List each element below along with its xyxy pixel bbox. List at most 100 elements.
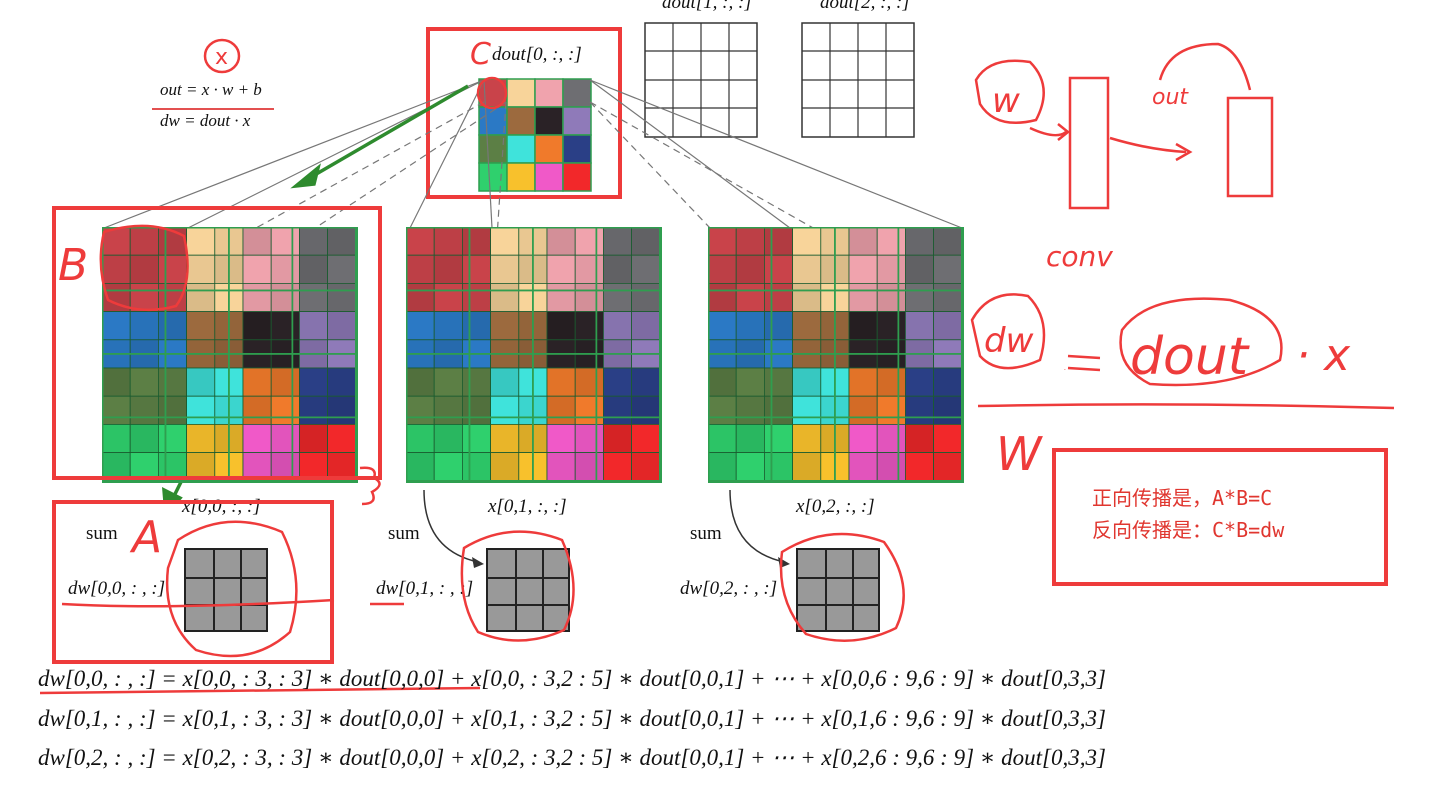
- dout-cell: [478, 134, 508, 164]
- dout-cell: [534, 134, 564, 164]
- x-cell: [490, 367, 520, 397]
- x-cell: [242, 423, 272, 453]
- x-cell: [602, 452, 632, 482]
- x-cell: [158, 367, 188, 397]
- x-cell: [546, 367, 576, 397]
- x-grid-2: [708, 227, 964, 483]
- x-cell: [792, 311, 822, 341]
- x-cell: [327, 311, 357, 341]
- x-cell: [406, 227, 435, 256]
- x-cell: [933, 395, 963, 425]
- x-cell: [270, 395, 300, 425]
- x-cell: [764, 395, 794, 425]
- x-cell: [102, 311, 131, 341]
- dout2-label: dout[2, :, :]: [820, 0, 910, 13]
- forward-formula: out = x · w + b: [160, 80, 262, 100]
- marker-c: C: [470, 37, 491, 72]
- x-cell: [708, 254, 737, 284]
- x-cell: [904, 367, 934, 397]
- x-cell: [631, 227, 661, 256]
- x-cell: [848, 311, 878, 341]
- x-cell: [462, 423, 492, 453]
- dout1-label: dout[1, :, :]: [662, 0, 752, 13]
- dout-cell: [562, 78, 592, 108]
- x-border: [406, 227, 662, 483]
- out-lhs: out: [160, 80, 182, 99]
- x-cell: [764, 254, 794, 284]
- x-cell: [242, 311, 272, 341]
- dout0-highlight-box: [426, 27, 622, 199]
- x-cell: [631, 283, 661, 313]
- x-cell: [406, 367, 435, 397]
- x-cell: [490, 254, 520, 284]
- x-block: [595, 416, 661, 482]
- formula-block: x out = x · w + b dw = dout · x: [150, 36, 280, 136]
- x-cell: [602, 395, 632, 425]
- x-cell: [186, 311, 216, 341]
- out-rhs: = x · w + b: [185, 80, 262, 99]
- x-cell: [298, 311, 328, 341]
- hand-w: W: [996, 427, 1043, 481]
- x-grid-0: [102, 227, 358, 483]
- x-cell: [904, 395, 934, 425]
- x-cell: [848, 254, 878, 284]
- dw-rhs: = dout · x: [184, 111, 251, 130]
- x-cell: [490, 227, 520, 256]
- x-cell: [186, 227, 216, 256]
- x-cell: [574, 311, 604, 341]
- x-cell: [876, 367, 906, 397]
- x-cell: [792, 423, 822, 453]
- x-cell: [933, 283, 963, 313]
- circled-x-mark: x: [203, 38, 241, 74]
- x-cell: [735, 311, 765, 341]
- dw-label-2: dw[0,2, : , :]: [680, 578, 778, 599]
- x-cell: [735, 395, 765, 425]
- x-cell: [764, 367, 794, 397]
- x-cell: [298, 423, 328, 453]
- x-block: [897, 416, 963, 482]
- x-cell: [490, 311, 520, 341]
- dout-cell: [506, 162, 536, 192]
- x-cell: [876, 311, 906, 341]
- marker-x: x: [215, 45, 228, 70]
- dout-cell: [534, 162, 564, 192]
- x-cell: [433, 395, 463, 425]
- note-forward: 正向传播是，A*B=C: [1092, 486, 1273, 510]
- equation-1: dw[0,1, : , :] = x[0,1, : 3, : 3] ∗ dout…: [38, 706, 1106, 731]
- dw-grid-2: [796, 548, 880, 632]
- x-cell: [602, 423, 632, 453]
- x-cell: [406, 283, 435, 313]
- hand-conv: conv: [1046, 240, 1113, 273]
- x-cell: [462, 452, 492, 482]
- dout-cell: [534, 106, 564, 136]
- dout-cell: [478, 162, 508, 192]
- x-cell: [242, 367, 272, 397]
- hand-out: out: [1152, 85, 1189, 110]
- x-cell: [433, 423, 463, 453]
- x-cell: [490, 423, 520, 453]
- x-cell: [876, 395, 906, 425]
- x-grid-0-highlight-box: [52, 206, 382, 480]
- hand-dw: dw: [984, 321, 1034, 361]
- x-cell: [708, 395, 737, 425]
- x-cell: [298, 283, 328, 313]
- x-cell: [270, 367, 300, 397]
- x-cell: [631, 311, 661, 341]
- x-cell: [602, 283, 632, 313]
- equation-0: dw[0,0, : , :] = x[0,0, : 3, : 3] ∗ dout…: [38, 666, 1106, 691]
- x-grid-1: [406, 227, 662, 483]
- dout-cell: [506, 106, 536, 136]
- x-cell: [631, 254, 661, 284]
- dw-0-highlight-box: [52, 500, 334, 664]
- marker-a: A: [129, 512, 162, 563]
- hand-eq: =: [1064, 369, 1066, 371]
- x-cell: [546, 311, 576, 341]
- dw-grid-1: [486, 548, 570, 632]
- x-border: [708, 227, 964, 483]
- sum-label-0: sum: [86, 523, 118, 544]
- marker-b: B: [58, 240, 88, 291]
- x-cell: [129, 423, 159, 453]
- sum-label-2: sum: [690, 523, 722, 544]
- sum-label-1: sum: [388, 523, 420, 544]
